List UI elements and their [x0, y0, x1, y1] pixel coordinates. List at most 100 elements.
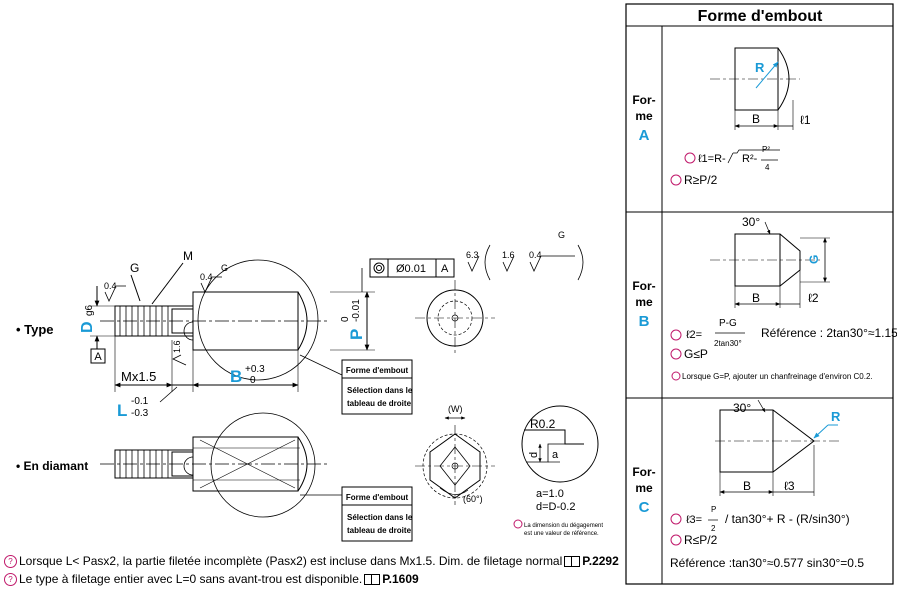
finish-3: 0.4 [529, 250, 542, 260]
row-a-label-2: me [635, 109, 653, 123]
relief-note-2: est une valeur de référence. [524, 531, 599, 537]
row-b-formula-lhs: ℓ2= [686, 329, 702, 341]
row-c-label-2: me [635, 481, 653, 495]
relief-note-1: La dimension du dégagement [524, 523, 603, 529]
dim-d: D [79, 321, 96, 333]
callout-2-body-1: Sélection dans le [347, 513, 413, 522]
row-a-label-1: For- [632, 93, 655, 107]
dim-p: P [347, 329, 366, 340]
callout-1-body-2: tableau de droite [347, 399, 412, 408]
dim-d-tol: g6 [84, 304, 95, 316]
tip-icon [513, 519, 523, 529]
diamond-label: • En diamant [16, 459, 88, 473]
footnote-1: ?Lorsque L< Pasx2, la partie filetée inc… [4, 554, 619, 569]
row-c-formula-rest: / tan30°+ R - (R/sin30°) [725, 512, 850, 526]
row-c-label-1: For- [632, 465, 655, 479]
datum-a: A [94, 351, 102, 363]
row-c-dim-r: R [831, 409, 841, 424]
roughness-body-sup: G [221, 263, 228, 273]
row-c-angle: 30° [733, 401, 751, 415]
roughness-side: 1.6 [172, 340, 182, 353]
row-a-dim-l: ℓ1 [800, 113, 811, 127]
book-icon [364, 574, 381, 586]
callout-2-title: Forme d'embout [346, 493, 409, 502]
callout-2-body-2: tableau de droite [347, 526, 412, 535]
dim-b-upper: +0.3 [245, 364, 265, 375]
dim-g: G [130, 261, 139, 275]
dim-angle-60: (60°) [463, 494, 483, 504]
row-a-formula-lhs: ℓ1=R- [698, 153, 726, 165]
footnote-1-link[interactable]: P.2292 [582, 554, 619, 568]
row-b-dim-g: G [807, 255, 821, 264]
tip-icon: ? [4, 573, 17, 587]
dim-b-lower: 0 [250, 375, 256, 386]
gdt-datum: A [441, 263, 449, 275]
row-c-formula-num: P [711, 505, 716, 514]
table-title: Forme d'embout [698, 8, 823, 25]
tip-icon-group [513, 152, 696, 546]
footnote-2: ?Le type à filetage entier avec L=0 sans… [4, 572, 419, 587]
gdt-value: Ø0.01 [396, 263, 426, 275]
dim-p-upper: 0 [340, 316, 351, 322]
relief-d: d [528, 452, 540, 458]
relief-radius: R0.2 [530, 417, 556, 431]
roughness-body: 0.4 [200, 272, 213, 282]
tip-icon [670, 348, 682, 360]
row-b-letter: B [639, 313, 650, 330]
dim-mx: Mx1.5 [121, 369, 156, 384]
row-b-formula-num: P-G [719, 318, 737, 329]
row-b-condition: G≤P [684, 347, 708, 361]
relief-value-d: d=D-0.2 [536, 501, 575, 513]
row-b-dim-b: B [752, 291, 760, 305]
row-a-letter: A [639, 127, 650, 144]
row-b-angle: 30° [742, 215, 760, 229]
diamond-pin-drawing [100, 405, 599, 542]
row-a-formula-num: P² [762, 145, 770, 154]
row-a-dim-b: B [752, 112, 760, 126]
dim-m: M [183, 249, 193, 263]
roughness-thread: 0.4 [104, 281, 117, 291]
dim-p-lower: -0.01 [351, 299, 362, 322]
tip-icon: ? [4, 555, 17, 569]
type-pin-drawing [90, 244, 584, 415]
row-c-dim-l: ℓ3 [784, 479, 795, 493]
callout-1-body-1: Sélection dans le [347, 386, 413, 395]
row-a-formula-den: 4 [765, 163, 770, 172]
footnote-2-text: Le type à filetage entier avec L=0 sans … [19, 572, 363, 586]
row-b-note: Lorsque G=P, ajouter un chanfreinage d'e… [682, 372, 873, 381]
tip-icon [670, 174, 682, 186]
row-c-reference: Référence :tan30°≈0.577 sin30°=0.5 [670, 556, 864, 570]
dim-l-lower: -0.3 [131, 408, 149, 419]
relief-value-a: a=1.0 [536, 488, 564, 500]
tip-icon [670, 513, 682, 525]
row-c-letter: C [639, 499, 650, 516]
embout-table [625, 3, 894, 585]
row-b-reference: Référence : 2tan30°≈1.15 [761, 326, 897, 340]
row-b-formula-den: 2tan30° [714, 339, 742, 348]
row-b-label-2: me [635, 295, 653, 309]
relief-a: a [552, 449, 559, 461]
row-c-formula-lhs: ℓ3= [686, 514, 702, 526]
row-a-dim-r: R [755, 60, 765, 75]
book-icon [564, 556, 581, 568]
finish-2: 1.6 [502, 250, 515, 260]
tip-icon [671, 371, 681, 381]
tip-icon [670, 534, 682, 546]
dim-l-upper: -0.1 [131, 396, 149, 407]
row-c-formula-den: 2 [711, 524, 716, 533]
row-b-dim-l: ℓ2 [808, 291, 819, 305]
row-a-formula-root: R²- [742, 153, 758, 165]
tip-icon [684, 152, 696, 164]
footnote-2-link[interactable]: P.1609 [382, 572, 419, 586]
dim-l: L [117, 401, 127, 420]
tip-icon [670, 329, 682, 341]
finish-1: 6.3 [466, 250, 479, 260]
finish-3-sup: G [558, 230, 565, 240]
row-c-dim-b: B [743, 479, 751, 493]
callout-1-title: Forme d'embout [346, 366, 409, 375]
row-b-label-1: For- [632, 279, 655, 293]
dim-b: B [230, 367, 242, 386]
dim-w: (W) [448, 404, 463, 414]
type-label: • Type [16, 322, 54, 337]
